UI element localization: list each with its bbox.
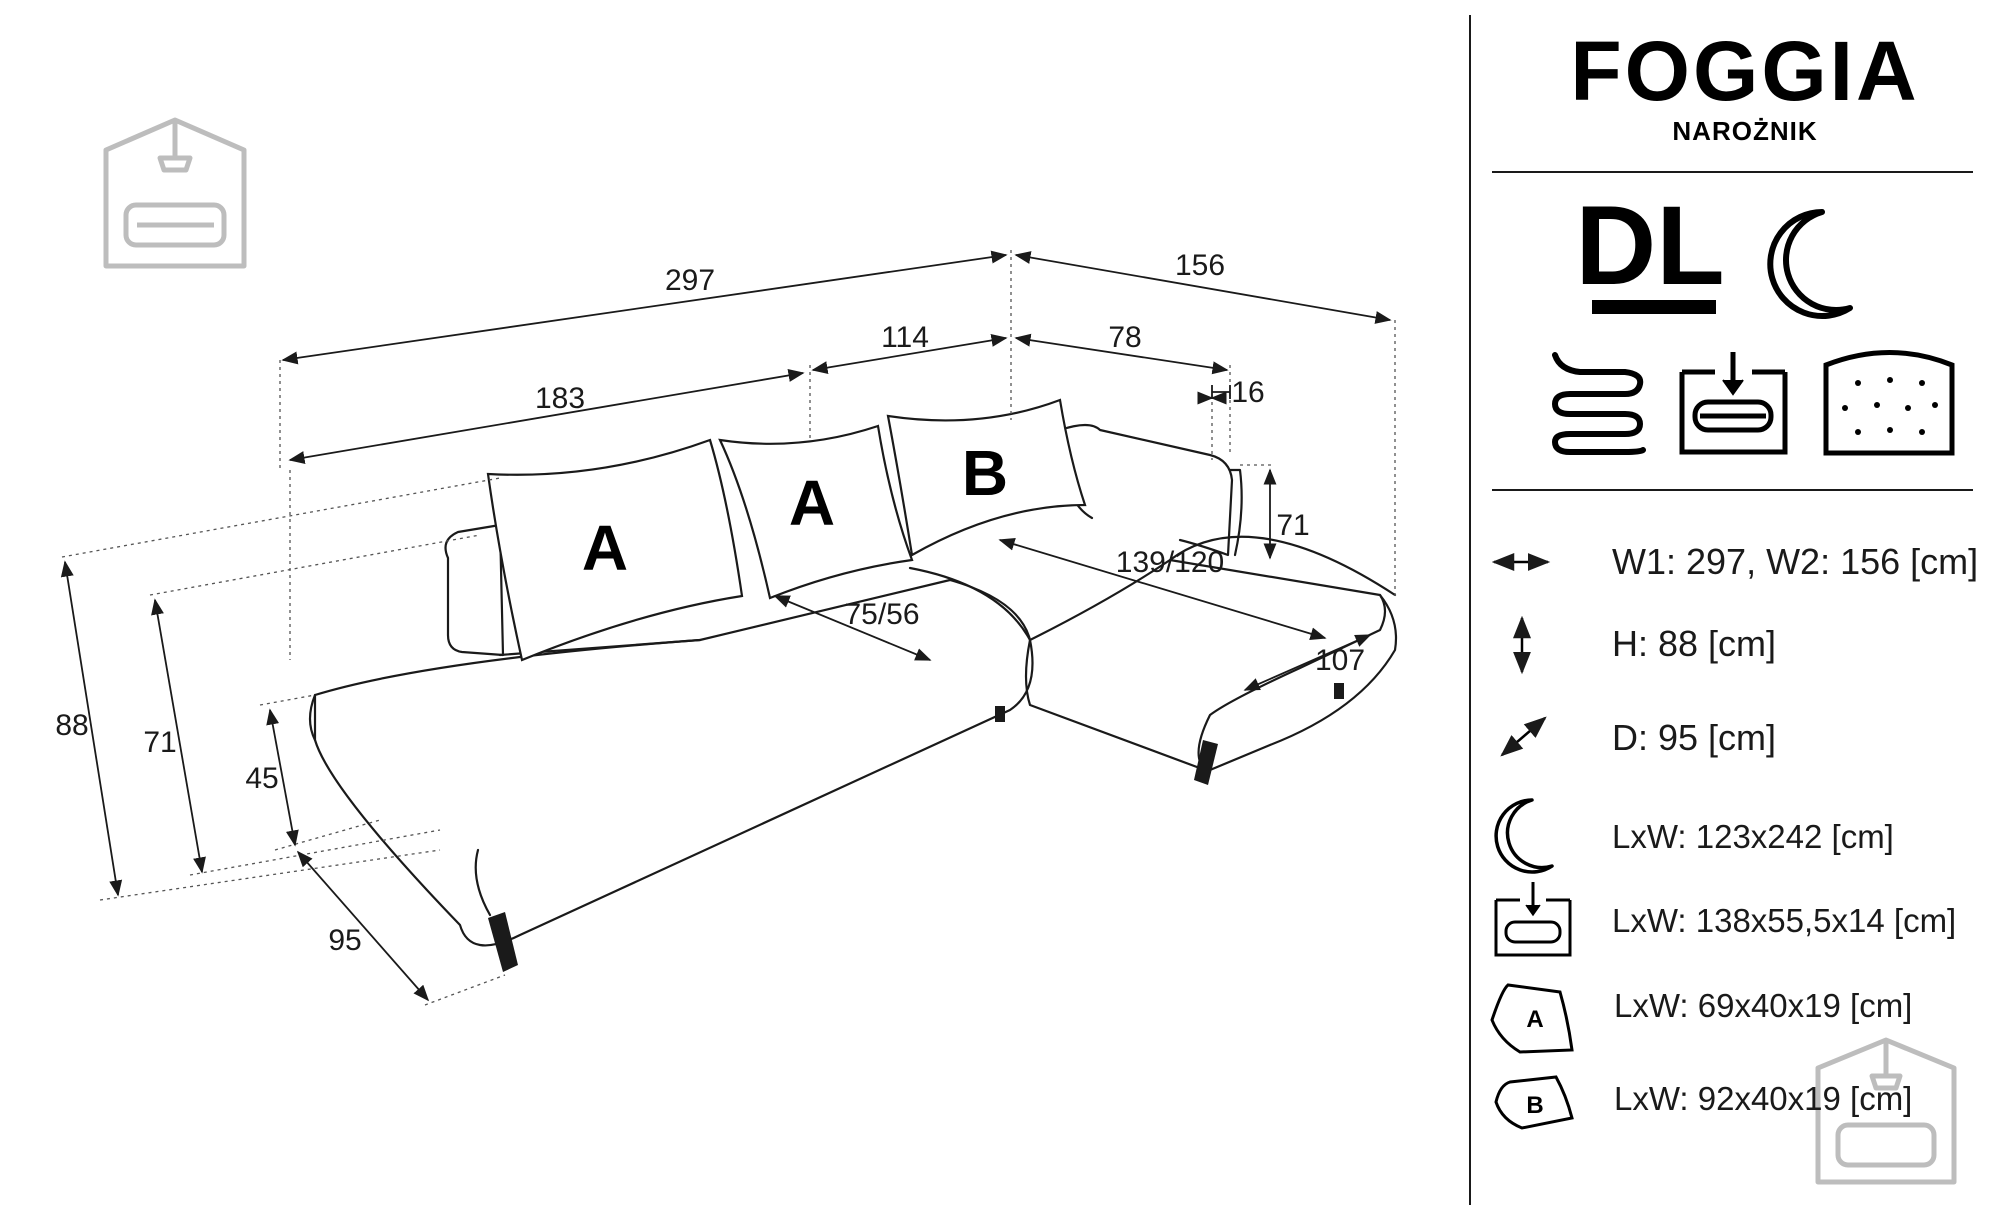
dim-total-height: 88 — [55, 709, 88, 742]
watermark-house-logo-icon — [103, 117, 247, 269]
spec-depth-text: D: 95 [cm] — [1612, 717, 1776, 758]
spring-icon — [1551, 352, 1646, 455]
spec-row-storage: LxW: 138x55,5x14 [cm] — [1494, 882, 1956, 957]
dim-back-height: 71 — [143, 726, 176, 759]
orientation-code: DL — [1575, 183, 1724, 308]
sofa-legs — [488, 683, 1344, 972]
spec-row-width: W1: 297, W2: 156 [cm] — [1491, 541, 1978, 582]
cushion-b-label: B — [962, 437, 1008, 509]
spec-row-cushion-a: A LxW: 69x40x19 [cm] — [1490, 983, 1912, 1054]
cushion-b-icon: B — [1494, 1075, 1574, 1130]
cushion-a-badge: A — [1526, 1006, 1543, 1033]
sleeping-area-moon-icon — [1494, 798, 1554, 874]
sleep-function-moon-icon — [1767, 209, 1853, 319]
dim-seat-depth: 75/56 — [844, 598, 919, 631]
watermark-house-logo-icon — [1815, 1037, 1957, 1185]
spec-width-text: W1: 297, W2: 156 [cm] — [1612, 541, 1978, 582]
dim-total-width: 297 — [665, 264, 715, 297]
dim-depth: 95 — [328, 924, 361, 957]
spec-sleeping-area-text: LxW: 123x242 [cm] — [1612, 818, 1894, 855]
spec-row-cushion-b: B LxW: 92x40x19 [cm] — [1494, 1075, 1912, 1130]
storage-bin-icon — [1679, 352, 1788, 455]
dim-armrest: 16 — [1231, 376, 1264, 409]
storage-container-icon — [1494, 882, 1572, 957]
orientation-underline — [1592, 300, 1716, 314]
dim-seat-height: 45 — [245, 762, 278, 795]
cushion-a-left-label: A — [582, 512, 628, 584]
spec-row-sleeping-area: LxW: 123x242 [cm] — [1494, 798, 1894, 874]
spec-storage-text: LxW: 138x55,5x14 [cm] — [1612, 902, 1956, 939]
dim-main-section: 183 — [535, 382, 585, 415]
foam-mattress-icon — [1823, 350, 1955, 456]
dim-middle-section: 114 — [881, 321, 929, 354]
cushion-b-badge: B — [1526, 1092, 1543, 1119]
cushion-a-middle-label: A — [789, 467, 835, 539]
cushion-b: B — [886, 398, 1087, 557]
product-title: FOGGIA — [1570, 24, 1919, 118]
spec-cushion-a-text: LxW: 69x40x19 [cm] — [1614, 987, 1912, 1024]
dim-back-height-right: 71 — [1276, 509, 1309, 542]
spec-row-depth: D: 95 [cm] — [1500, 716, 1776, 758]
dim-chaise-length: 139/120 — [1116, 546, 1224, 579]
cushion-a-middle: A — [718, 424, 914, 600]
spec-row-height: H: 88 [cm] — [1513, 615, 1776, 675]
depth-arrow-icon — [1500, 716, 1547, 757]
extension-lines — [61, 250, 1396, 1006]
dim-chaise-width: 107 — [1315, 644, 1365, 677]
dimension-labels: 297 156 183 114 78 16 71 139/120 75/56 1… — [55, 249, 1365, 957]
product-subtitle: NAROŻNIK — [1672, 116, 1817, 146]
dim-side-width: 156 — [1175, 249, 1225, 282]
armrest-dimension-line — [1211, 385, 1231, 399]
dimension-lines — [60, 250, 1392, 1002]
dim-corner-section: 78 — [1108, 321, 1141, 354]
cushion-a-icon: A — [1490, 983, 1574, 1054]
spec-height-text: H: 88 [cm] — [1612, 623, 1776, 664]
spec-cushion-b-text: LxW: 92x40x19 [cm] — [1614, 1080, 1912, 1117]
cushion-a-left: A — [486, 438, 744, 662]
